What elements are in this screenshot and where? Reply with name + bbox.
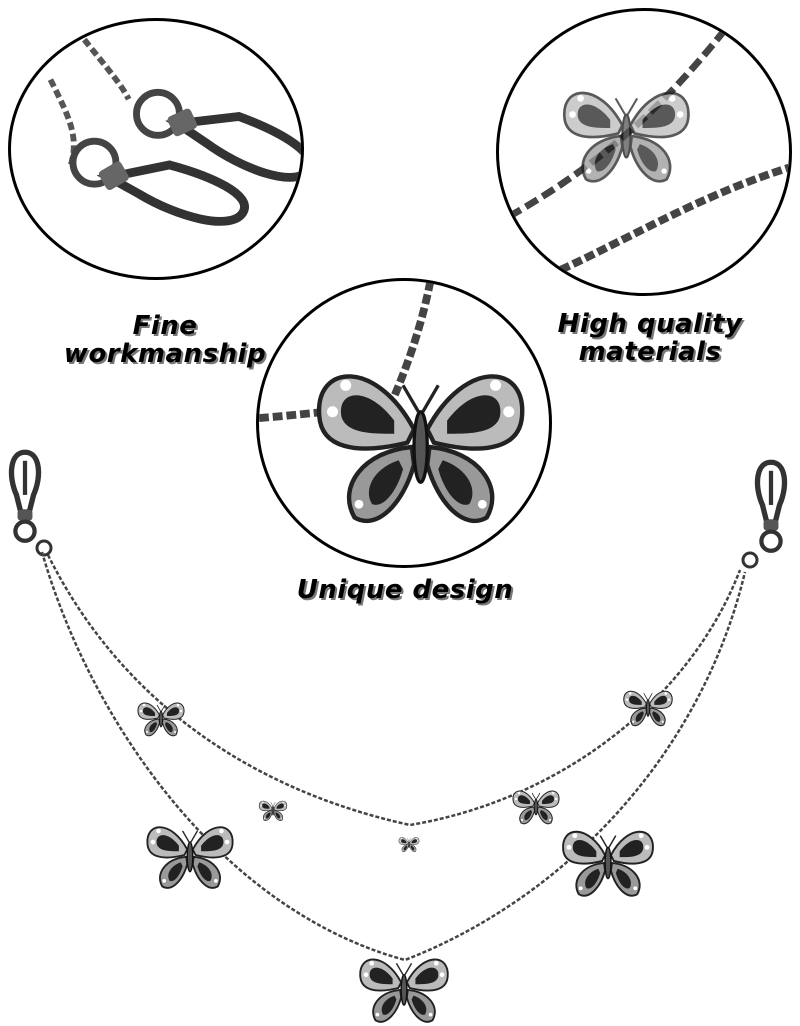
right-clasp-icon bbox=[757, 462, 784, 551]
butterfly-charm bbox=[512, 790, 560, 825]
butterfly-charm bbox=[562, 830, 654, 897]
caption-line: High quality bbox=[557, 309, 743, 339]
left-clasp-icon bbox=[11, 452, 38, 541]
butterfly-charm bbox=[623, 690, 673, 727]
fine-workmanship-caption: Fine workmanship bbox=[60, 312, 270, 368]
butterfly-chain-product-image bbox=[0, 440, 800, 1023]
high-quality-caption: High quality materials bbox=[540, 310, 760, 366]
unique-design-caption: Unique design bbox=[270, 576, 540, 604]
butterfly-charm bbox=[137, 702, 185, 737]
butterfly-charm bbox=[146, 826, 234, 889]
butterfly-closeup-image bbox=[259, 281, 549, 565]
chain-closeup-image bbox=[507, 28, 789, 279]
caption-line: workmanship bbox=[63, 339, 267, 369]
material-detail-circle bbox=[496, 8, 792, 296]
butterfly-charm bbox=[359, 958, 449, 1023]
butterfly-charm bbox=[258, 800, 288, 822]
caption-line: Fine bbox=[132, 311, 198, 341]
clasp-detail-circle bbox=[8, 18, 304, 280]
caption-line: materials bbox=[578, 337, 722, 367]
pendant-detail-circle bbox=[256, 278, 552, 568]
butterfly-charm bbox=[398, 836, 420, 853]
caption-line: Unique design bbox=[296, 575, 514, 605]
clasp-closeup-image bbox=[47, 21, 301, 226]
